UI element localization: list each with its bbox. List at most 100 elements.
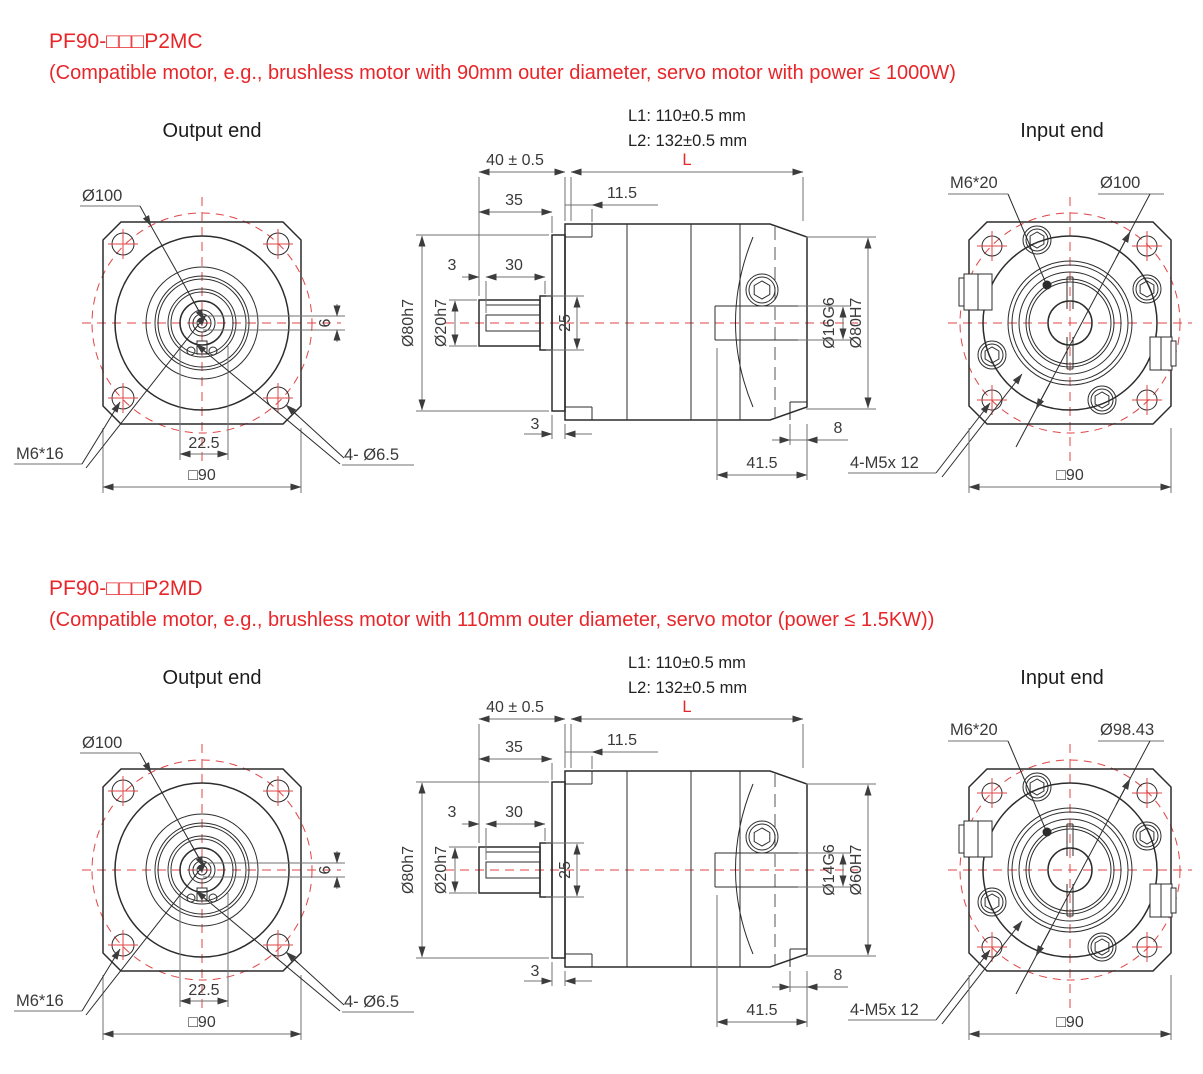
label-corner-holes-output: 4- Ø6.5	[195, 890, 414, 1013]
dim-square-size-input: □90	[968, 975, 1172, 1040]
corner-holes-label: 4- Ø6.5	[344, 446, 399, 464]
side-view: 40 ± 0.5 L 35 11.5	[400, 151, 876, 480]
dim-square-size-output: □90	[102, 428, 302, 493]
dim-41-5: 41.5	[716, 895, 808, 1027]
dim-label-input-bore: Ø14G6	[821, 844, 838, 896]
dim-25: 25	[546, 842, 584, 898]
dim-40: 40 ± 0.5	[478, 699, 566, 843]
label-screws-input: 4-M5x 12	[848, 920, 1023, 1025]
dim-label-11-5: 11.5	[607, 732, 637, 749]
bolt-circle	[959, 212, 1181, 434]
dim-input-pilot: Ø80H7	[806, 236, 876, 410]
dim-3-30: 3 30	[448, 804, 546, 860]
concentric-bosses	[982, 235, 1158, 411]
dim-pilot-dia: Ø80h7	[400, 781, 549, 959]
dim-3-pilot: 3	[524, 415, 592, 439]
dim-L: L	[570, 698, 804, 768]
housing-body	[564, 770, 808, 968]
screws-label: 4-M5x 12	[850, 454, 919, 472]
mount-thread-label: M6*20	[950, 174, 998, 192]
drawing-area: Output end Input end L1: 110±0.5 mm L2: …	[0, 102, 1203, 542]
hole-center-marks	[108, 776, 293, 960]
output-end-view: 6 22.5 □90 Ø100 M6*16	[14, 734, 414, 1040]
dim-label-pilot-dia: Ø80h7	[400, 299, 417, 347]
dim-label-square-size: □90	[1056, 467, 1084, 484]
dim-input-bore: Ø14G6	[798, 844, 851, 896]
dim-label-key-width: 22.5	[188, 435, 219, 452]
dim-L: L	[570, 151, 804, 221]
hole-center-marks	[108, 229, 293, 413]
dim-label-30: 30	[505, 804, 523, 821]
clamp-slit	[1066, 276, 1074, 370]
label-bolt-circle-output: Ø100	[80, 734, 205, 868]
concentric-bosses	[982, 782, 1158, 958]
centerlines	[82, 197, 341, 462]
dim-label-11-5: 11.5	[607, 185, 637, 202]
socket-screw-side	[745, 273, 779, 307]
dim-pilot-dia: Ø80h7	[400, 234, 549, 412]
dim-label-input-bore: Ø16G6	[821, 297, 838, 349]
socket-screw-side	[745, 820, 779, 854]
label-screws-input: 4-M5x 12	[848, 373, 1023, 478]
label-bolt-circle-input: Ø98.43	[1015, 721, 1164, 995]
hole-center-marks	[977, 778, 1162, 962]
input-end-view: M6*20 Ø100 4-M5x 12 □90	[848, 174, 1192, 493]
output-end-heading: Output end	[163, 667, 262, 689]
dim-label-3-pilot: 3	[531, 416, 540, 433]
panel-pf90-p2md: PF90-□□□P2MD (Compatible motor, e.g., br…	[0, 547, 1203, 1074]
bolt-circle-label: Ø100	[1100, 174, 1140, 192]
dim-label-input-pilot: Ø80H7	[848, 298, 865, 349]
model-subtitle: (Compatible motor, e.g., brushless motor…	[49, 62, 956, 84]
dim-11-5: 11.5	[565, 732, 658, 769]
dim-square-size-input: □90	[968, 428, 1172, 493]
dim-key-width: 22.5	[179, 346, 229, 460]
bolt-circle	[91, 212, 313, 434]
dim-label-35: 35	[505, 739, 523, 756]
dim-shaft-dia: Ø20h7	[433, 846, 477, 894]
engineering-drawing-canvas: Output end Input end L1: 110±0.5 mm L2: …	[14, 654, 1192, 1040]
housing-body	[564, 223, 808, 421]
corner-holes	[108, 229, 293, 413]
dim-label-shaft-dia: Ø20h7	[433, 846, 450, 894]
flange-outline	[102, 221, 302, 425]
dim-label-square-size: □90	[1056, 1014, 1084, 1031]
length-note-l1: L1: 110±0.5 mm	[628, 654, 746, 672]
dim-label-input-pilot: Ø60H7	[848, 845, 865, 896]
dim-label-8: 8	[834, 420, 843, 437]
dim-label-41-5: 41.5	[746, 455, 777, 472]
panel-pf90-p2mc: PF90-□□□P2MC (Compatible motor, e.g., br…	[0, 30, 1203, 542]
clamp-slit	[1066, 823, 1074, 917]
dim-label-40: 40 ± 0.5	[486, 152, 544, 169]
input-end-heading: Input end	[1020, 667, 1103, 689]
screws-label: 4-M5x 12	[850, 1001, 919, 1019]
dim-key-offset: 6	[203, 851, 345, 889]
centerlines	[948, 744, 1192, 1009]
label-mount-thread-input: M6*20	[948, 721, 1052, 837]
dim-input-pilot: Ø60H7	[806, 783, 876, 957]
label-mount-thread-output: M6*16	[14, 314, 207, 469]
model-title: PF90-□□□P2MC	[49, 30, 203, 53]
dim-8: 8	[772, 420, 848, 445]
label-mount-thread-input: M6*20	[948, 174, 1052, 290]
input-bore-arc	[735, 783, 754, 955]
engineering-drawing-canvas: Output end Input end L1: 110±0.5 mm L2: …	[14, 107, 1192, 493]
dim-label-key-offset: 6	[317, 865, 334, 874]
dim-label-3-pilot: 3	[531, 963, 540, 980]
output-end-heading: Output end	[163, 120, 262, 142]
corner-holes	[108, 776, 293, 960]
dim-label-3-key: 3	[448, 804, 457, 821]
length-note-l2: L2: 132±0.5 mm	[628, 132, 747, 150]
output-end-view: 6 22.5 □90 Ø100 M6*16	[14, 187, 414, 493]
bolt-circle	[91, 759, 313, 981]
dim-35: 35	[478, 739, 553, 780]
input-bore-arc	[735, 236, 754, 408]
bolt-circle-label: Ø98.43	[1100, 721, 1154, 739]
dim-input-bore: Ø16G6	[798, 297, 851, 349]
dim-41-5: 41.5	[716, 348, 808, 480]
dim-key-offset: 6	[203, 304, 345, 342]
dim-label-8: 8	[834, 967, 843, 984]
dim-label-L: L	[682, 151, 691, 169]
dim-label-square-size: □90	[188, 467, 216, 484]
mount-thread-label: M6*20	[950, 721, 998, 739]
input-socket-screws	[977, 772, 1162, 962]
